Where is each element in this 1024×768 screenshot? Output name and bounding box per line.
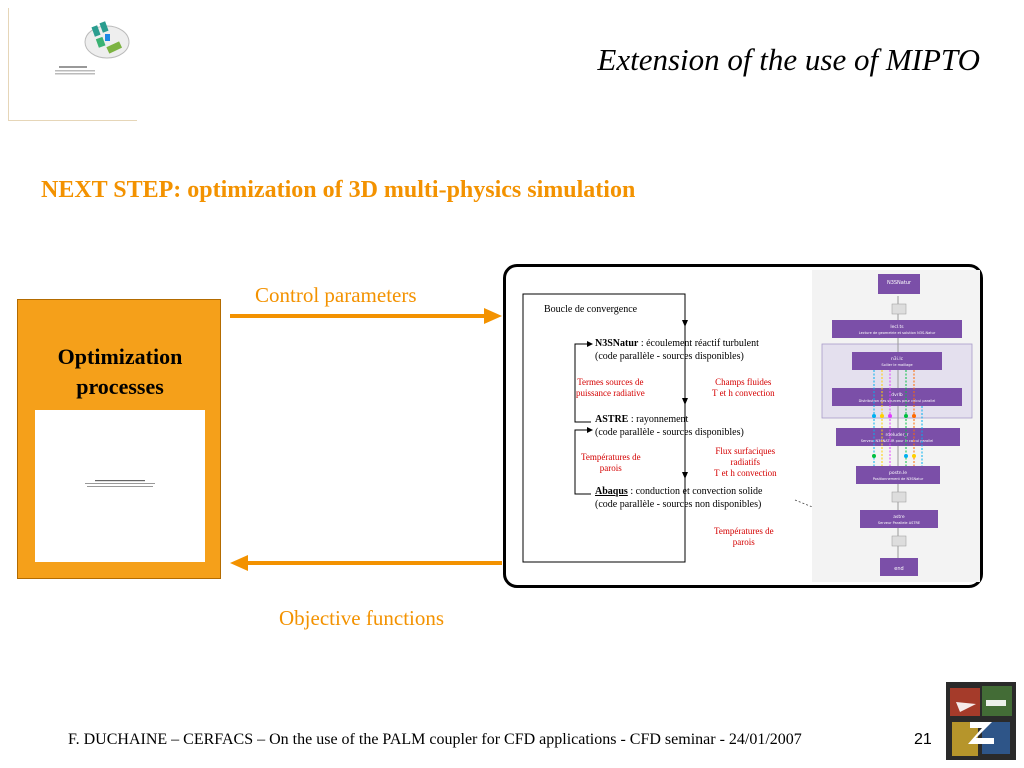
optimization-title-line1: Optimization: [57, 344, 183, 369]
red5-line2: parois: [732, 537, 755, 547]
svg-text:Distribution des sources pour: Distribution des sources pour calcul par…: [859, 399, 936, 403]
cfd-team-logo: [946, 682, 1016, 760]
palm-bar-distribution: [832, 388, 962, 406]
palm-block-end: [880, 558, 918, 576]
svg-text:postn.le: postn.le: [889, 470, 907, 476]
svg-text:Lecture de geometrie et soluti: Lecture de geometrie et solution N3S-Nat…: [859, 331, 936, 335]
convergence-box-title: Boucle de convergence: [544, 304, 638, 315]
svg-text:rdeluder_r: rdeluder_r: [885, 432, 908, 438]
astre-desc: : rayonnement: [628, 414, 689, 425]
optimization-inner-panel: [35, 410, 205, 562]
conference-logo-frame: [8, 8, 137, 121]
palm-bar-positionnement: [856, 466, 940, 484]
svg-text:lecl.ts: lecl.ts: [890, 324, 904, 330]
n3snatur-desc: : écoulement réactif turbulent: [638, 338, 759, 349]
palm-block-n3snatur: [878, 274, 920, 294]
palm-bar-lecture: [832, 320, 962, 338]
page-number: 21: [914, 731, 932, 748]
optimization-placeholder-graphic: [35, 480, 205, 489]
objective-functions-label: Objective functions: [279, 606, 445, 630]
astre-line: ASTRE : rayonnement: [595, 414, 688, 426]
red1-line1: Termes sources de: [577, 377, 644, 387]
n3snatur-line: N3SNatur : écoulement réactif turbulent: [595, 338, 759, 350]
red2-line2: T et h convection: [712, 388, 775, 398]
optimization-box: Optimization processes: [17, 299, 221, 579]
red3-line1: Températures de: [581, 452, 641, 462]
palm-bar-astre: [860, 510, 938, 528]
svg-text:Sollier le maillage: Sollier le maillage: [881, 363, 912, 367]
n3snatur-name: N3SNatur: [595, 338, 639, 349]
red2-line1: Champs fluides: [715, 377, 772, 387]
conference-logo-icon: [55, 21, 130, 75]
convergence-loop-lines: [522, 293, 815, 563]
objective-functions-arrow: [230, 555, 502, 571]
slide-title: Extension of the use of MIPTO: [597, 42, 980, 77]
palm-bar-sollier: [852, 352, 942, 370]
n3snatur-desc2: (code parallèle - sources disponibles): [595, 351, 744, 362]
optimization-title-line2: processes: [76, 374, 164, 399]
astre-desc2: (code parallèle - sources disponibles): [595, 427, 744, 438]
optimization-title: Optimization processes: [18, 342, 222, 402]
red4-line3: T et h convection: [714, 468, 777, 478]
red3-line2: parois: [599, 463, 622, 473]
svg-text:Serveur Parallele ASTRE: Serveur Parallele ASTRE: [878, 521, 920, 525]
svg-text:Serveur N3SNATUR pour le calcu: Serveur N3SNATUR pour le calcul parallel: [861, 439, 934, 443]
palm-bar-serveur-n3s: [836, 428, 960, 446]
astre-name: ASTRE: [595, 414, 629, 425]
red4-line1: Flux surfaciques: [715, 446, 776, 456]
abaqus-desc2: (code parallèle - sources non disponible…: [595, 499, 762, 510]
abaqus-name: Abaqus: [595, 486, 628, 497]
cfd-team-logo-icon: [946, 682, 1016, 760]
svg-text:n3i.lc: n3i.lc: [891, 356, 904, 362]
svg-text:Positionnement de N3SNatur: Positionnement de N3SNatur: [873, 477, 924, 481]
control-parameters-label: Control parameters: [255, 283, 417, 307]
red5-line1: Températures de: [714, 526, 774, 536]
control-parameters-arrow: [230, 308, 502, 324]
footer-text: F. DUCHAINE – CERFACS – On the use of th…: [68, 731, 802, 748]
abaqus-desc: : conduction et convection solide: [627, 486, 763, 497]
svg-text:end: end: [894, 566, 903, 572]
palm-workflow-diagram: N3SNatur lecl.ts Lecture de geometrie et…: [812, 270, 980, 582]
red4-line2: radiatifs: [730, 457, 761, 467]
svg-text:N3SNatur: N3SNatur: [887, 280, 912, 286]
svg-text:dvrlb: dvrlb: [891, 392, 903, 398]
red1-line2: puissance radiative: [576, 388, 645, 398]
svg-text:astre: astre: [893, 514, 905, 520]
slide-subtitle: NEXT STEP: optimization of 3D multi-phys…: [41, 177, 636, 203]
abaqus-line: Abaqus : conduction et convection solide: [595, 486, 763, 498]
